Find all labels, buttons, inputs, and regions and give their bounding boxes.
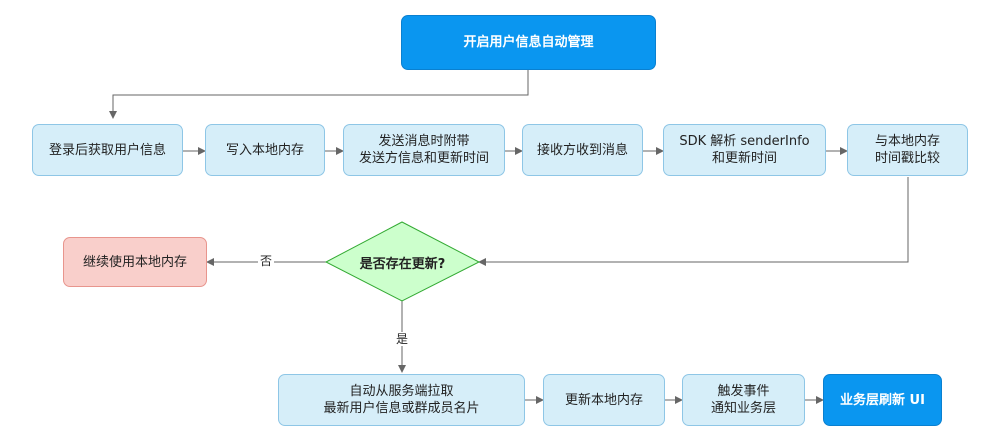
decision-diamond — [324, 221, 481, 302]
decision-label: 是否存在更新? — [359, 257, 446, 272]
node-refresh-ui: 业务层刷新 UI — [823, 374, 942, 426]
edge-compare-to-decision — [478, 177, 909, 266]
node-compare: 与本地内存 时间戳比较 — [847, 124, 968, 176]
edge-label-yes: 是 — [394, 332, 411, 346]
node-receive: 接收方收到消息 — [522, 124, 643, 176]
node-start: 开启用户信息自动管理 — [401, 15, 656, 70]
edge-label-no: 否 — [258, 254, 275, 268]
node-continue-local: 继续使用本地内存 — [63, 237, 207, 287]
node-login: 登录后获取用户信息 — [32, 124, 183, 176]
node-update-local: 更新本地内存 — [543, 374, 665, 426]
edge-start-to-login — [109, 70, 529, 119]
node-send-message: 发送消息时附带 发送方信息和更新时间 — [343, 124, 505, 176]
node-auto-pull: 自动从服务端拉取 最新用户信息或群成员名片 — [278, 374, 525, 426]
node-trigger-event: 触发事件 通知业务层 — [682, 374, 805, 426]
node-sdk-parse: SDK 解析 senderInfo 和更新时间 — [663, 124, 826, 176]
node-write-local: 写入本地内存 — [205, 124, 325, 176]
